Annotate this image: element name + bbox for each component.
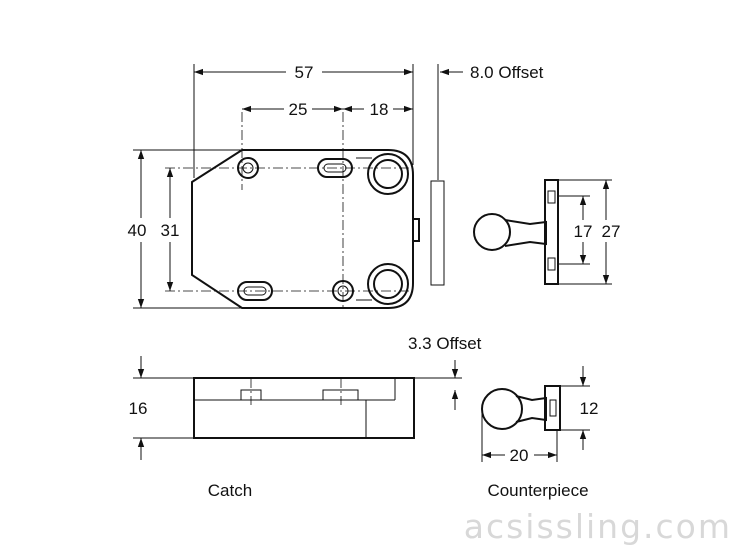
plunger-boss-bottom xyxy=(367,263,409,305)
dim-25-label: 25 xyxy=(289,100,308,119)
dim-12-label: 12 xyxy=(580,399,599,418)
plunger-boss-bottom-inner xyxy=(373,269,403,299)
counterpiece-neck xyxy=(504,219,547,247)
catch-body-outline xyxy=(191,149,414,309)
dim-40-label: 40 xyxy=(128,221,147,240)
dim-16-label: 16 xyxy=(129,399,148,418)
counterpiece-side-ball xyxy=(481,388,523,430)
caption-catch: Catch xyxy=(208,481,252,500)
plunger-tip xyxy=(412,218,420,242)
dim-17-label: 17 xyxy=(574,222,593,241)
counterpiece-front-view xyxy=(473,179,612,285)
counterpiece-side-plate xyxy=(544,385,561,431)
watermark: acsissling.com xyxy=(464,507,732,546)
plunger-boss-top-inner xyxy=(373,159,403,189)
dim-3-3-label: 3.3 Offset xyxy=(408,334,482,353)
dim-18-label: 18 xyxy=(370,100,389,119)
catch-side-screw-right xyxy=(322,389,359,401)
dim-27-label: 27 xyxy=(602,222,621,241)
counterpiece-hole-bottom xyxy=(547,257,556,271)
catch-side-view xyxy=(193,377,415,439)
caption-counterpiece: Counterpiece xyxy=(487,481,588,500)
strike-plate-edge xyxy=(430,180,445,286)
plunger-boss-top xyxy=(367,153,409,195)
catch-side-body xyxy=(193,377,415,439)
dim-20-label: 20 xyxy=(510,446,529,465)
dim-31-label: 31 xyxy=(161,221,180,240)
catch-top-view xyxy=(165,112,420,310)
counterpiece-side-view xyxy=(481,385,590,462)
counterpiece-ball xyxy=(473,213,511,251)
dim-offset-label: 8.0 Offset xyxy=(470,63,544,82)
dim-57-label: 57 xyxy=(295,63,314,82)
counterpiece-hole-top xyxy=(547,190,556,204)
counterpiece-side-hole xyxy=(549,399,557,417)
counterpiece-plate xyxy=(544,179,559,285)
